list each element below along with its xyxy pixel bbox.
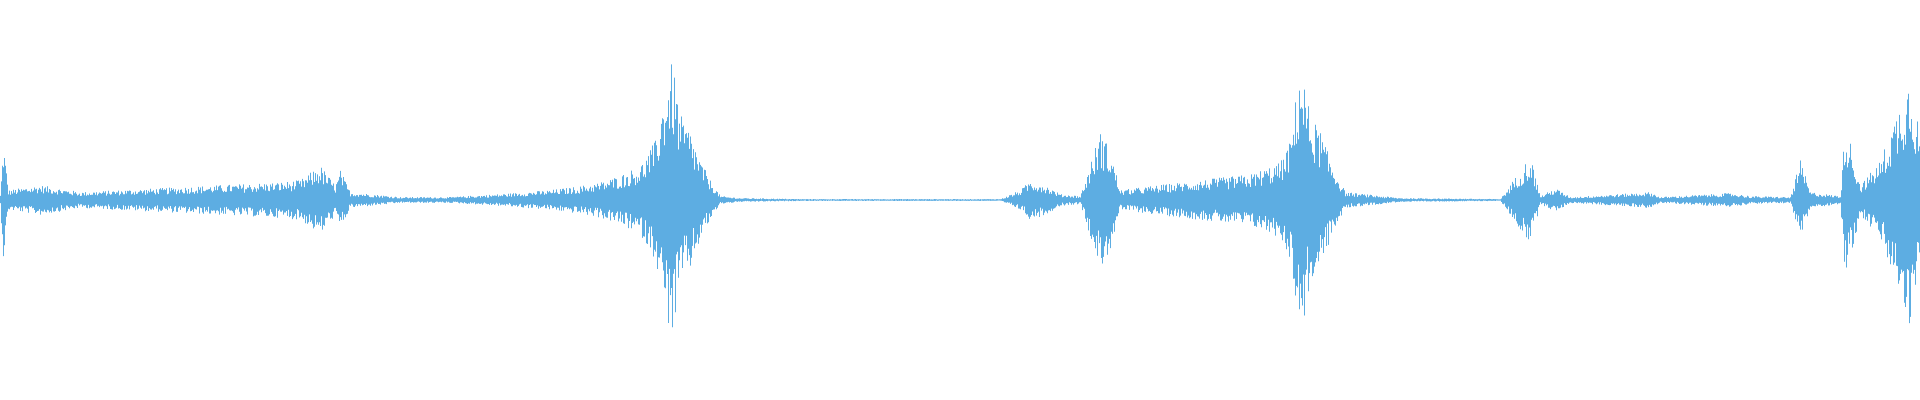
waveform-lines [0, 64, 1920, 328]
waveform-samples [0, 64, 1920, 328]
